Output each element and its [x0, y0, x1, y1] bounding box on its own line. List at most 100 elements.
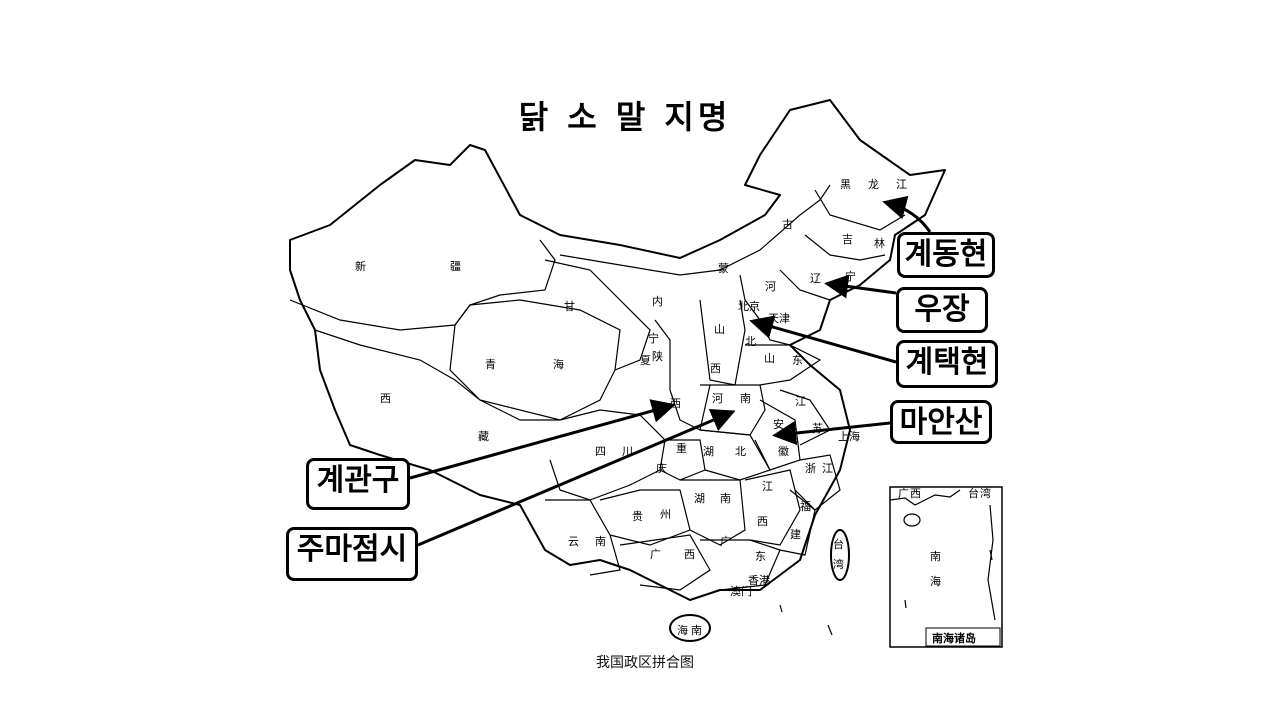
inset-island-mark: [989, 549, 993, 561]
map-label: 苏: [812, 422, 823, 435]
map-label: 庆: [656, 461, 667, 475]
map-label: 福: [800, 499, 811, 513]
boundary-heilongjiang: [814, 189, 906, 231]
map-label: 东: [792, 354, 803, 367]
map-label: 川: [622, 445, 633, 458]
callout-gyegwan: 계관구: [306, 458, 410, 510]
inset-coast: [889, 489, 961, 506]
inset-label: 南: [930, 550, 941, 563]
map-label: 浙: [805, 462, 816, 475]
map-label: 青: [485, 358, 496, 371]
map-label: 四: [595, 445, 606, 458]
map-label: 建: [790, 527, 801, 541]
boundary-hubei: [699, 429, 771, 481]
inset-title: 南海诸岛: [932, 631, 976, 645]
boundary-gansu: [544, 259, 651, 371]
inset-label: 湾: [980, 486, 991, 500]
arrow-juma: [417, 408, 736, 547]
boundary-zhejiang: [794, 454, 841, 511]
map-label: 江: [822, 462, 833, 475]
boundary-shaanxi: [654, 319, 711, 431]
map-label: 上海: [838, 429, 860, 443]
map-label: 龙: [868, 178, 879, 191]
map-label: 南: [691, 624, 702, 637]
boundary-guangdong: [700, 539, 781, 591]
country-outline: [289, 99, 946, 601]
arrow-gyedong: [882, 195, 932, 233]
map-label: 新: [355, 259, 366, 273]
map-label: 西: [670, 397, 681, 410]
inset-title-box: [925, 627, 1001, 647]
boundary-jiangsu: [779, 389, 831, 446]
map-label: 香港: [748, 574, 770, 587]
inset-label: 海: [930, 574, 941, 588]
callout-ujang: 우장: [896, 287, 988, 333]
boundary-anhui: [754, 399, 801, 471]
arrow-maan: [772, 421, 891, 446]
inset-map: 广 西 台 湾 南 海 南海诸岛: [889, 486, 1003, 648]
map-label: 山: [714, 323, 725, 336]
map-label: 海: [553, 357, 564, 371]
inset-frame: [889, 486, 1003, 648]
boundary-shandong: [745, 344, 822, 386]
map-label: 重: [676, 441, 687, 455]
map-label: 藏: [478, 430, 489, 443]
map-label: 广: [720, 535, 731, 548]
hainan-island: [669, 614, 711, 642]
inset-island-mark: [904, 599, 907, 609]
map-label: 徽: [778, 444, 789, 458]
boundary-neimenggu: [559, 184, 831, 276]
map-label: 广: [650, 548, 661, 561]
map-label: 西: [757, 515, 768, 528]
map-label: 林: [874, 236, 885, 250]
map-label: 北: [735, 445, 746, 458]
map-label: 湖: [694, 492, 705, 505]
map-label: 古: [782, 218, 793, 231]
boundary-yunnan: [545, 499, 621, 576]
map-label: 甘: [564, 300, 575, 313]
map-label: 湾: [833, 557, 844, 571]
map-label: 吉: [842, 233, 853, 246]
callout-juma: 주마점시: [286, 527, 418, 581]
map-label: 江: [896, 178, 907, 191]
map-label: 南: [595, 535, 606, 548]
taiwan-island: [830, 529, 850, 581]
map-label: 宁: [845, 269, 856, 283]
map-label: 州: [660, 508, 671, 521]
boundary-liaoning: [779, 269, 831, 301]
map-label: 河: [765, 280, 776, 293]
boundary-fujian: [779, 489, 816, 556]
map-label: 海: [677, 623, 688, 637]
inset-label: 西: [910, 487, 921, 500]
map-label: 疆: [450, 260, 461, 273]
callout-gyetaek: 계택현: [896, 340, 998, 388]
map-label: 黑: [840, 178, 851, 191]
map-label: 天津: [768, 312, 790, 325]
map-caption: 我国政区拼合图: [596, 655, 694, 671]
map-label: 北京: [738, 299, 760, 313]
map-label: 辽: [810, 272, 821, 285]
sea-mark: [827, 624, 833, 636]
boundary-jilin: [804, 234, 886, 261]
map-label: 南: [740, 392, 751, 405]
map-label: 河: [712, 392, 723, 405]
map-label: 东: [755, 550, 766, 563]
map-label: 蒙: [718, 262, 729, 275]
map-label: 夏: [640, 354, 651, 367]
map-label: 安: [773, 417, 784, 431]
map-label: 西: [380, 392, 391, 405]
map-label: 云: [568, 535, 579, 548]
boundary-jiangxi: [744, 469, 801, 546]
inset-label: 台: [968, 486, 979, 500]
boundary-qinghai: [449, 299, 621, 421]
boundary-xizang: [314, 329, 560, 421]
callout-gyedong: 계동현: [897, 232, 995, 278]
map-label: 西: [684, 548, 695, 561]
map-label: 澳门: [730, 584, 752, 598]
map-label: 山: [764, 352, 775, 365]
map-label: 南: [720, 492, 731, 505]
boundary-guizhou: [599, 489, 691, 546]
sea-mark: [779, 604, 783, 613]
